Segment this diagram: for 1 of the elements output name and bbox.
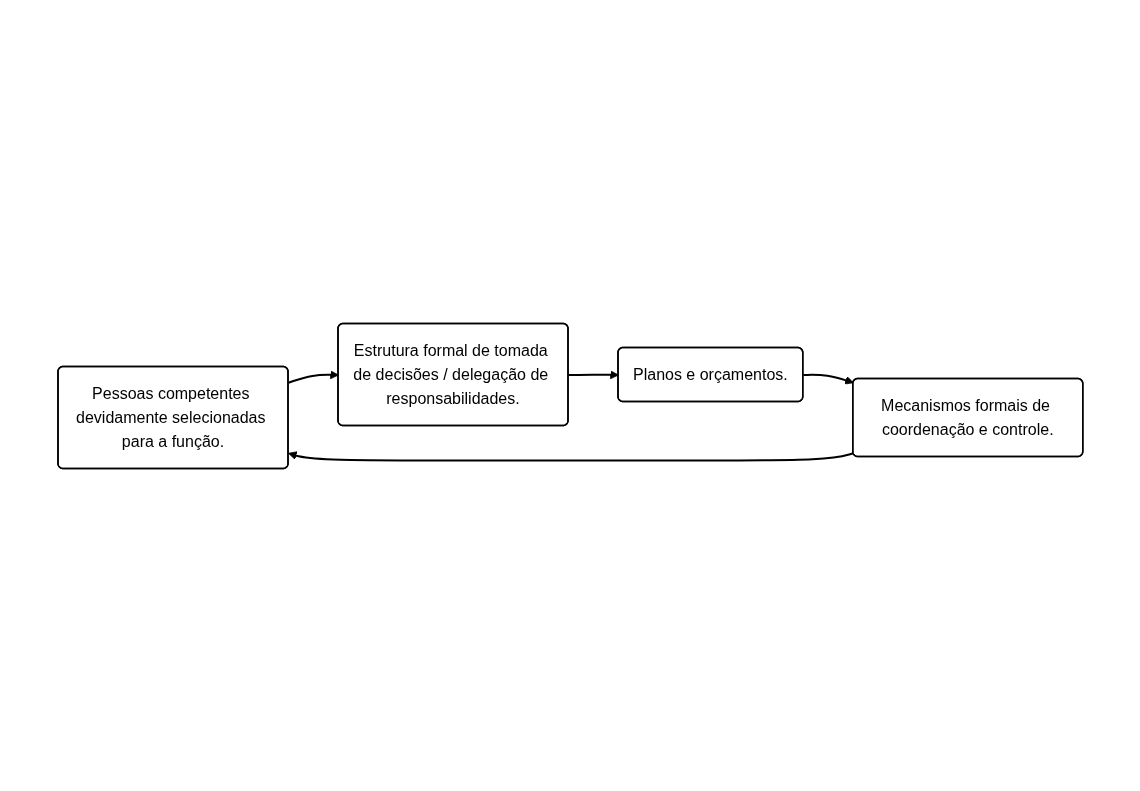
arrow <box>287 450 855 461</box>
